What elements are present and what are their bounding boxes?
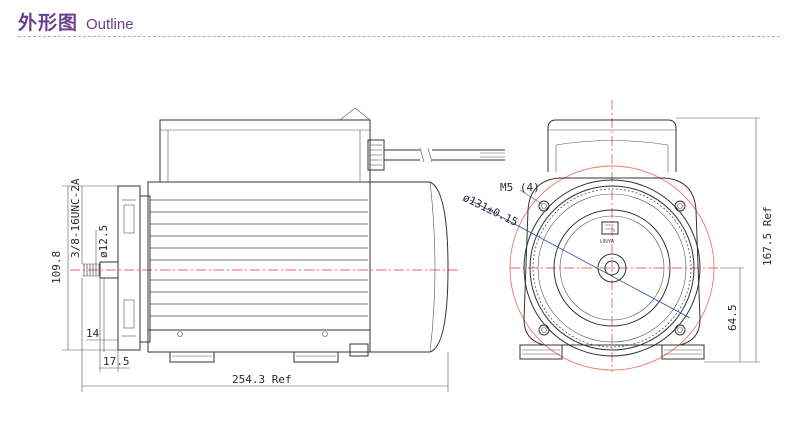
dim-flange-thickness: 14 [86,327,100,340]
shaft [99,261,119,279]
cooling-fins [150,199,368,317]
brand-text: LINYA [600,239,615,245]
dim-total-height: 167.5 Ref [761,206,774,266]
motor-body [147,181,371,353]
front-feet [519,344,705,360]
page-header: 外形图 Outline [18,8,134,35]
dim-thread: 3/8-16UNC-2A [69,178,82,258]
flange-ring [529,185,695,351]
front-flange [117,185,141,351]
screw [177,331,183,337]
dim-shaft-length: 17.5 [103,355,130,368]
foot-right [293,351,339,363]
mounting-bolts [538,200,686,336]
dim-center-height: 64.5 [726,305,739,332]
terminal-box [159,119,371,183]
dim-shaft-diameter: ø12.5 [97,225,110,258]
bolt-circle [532,188,692,348]
dim-bolt-circle: ø131±0.15 [461,191,520,229]
header-divider [18,36,780,37]
side-dimension-lines [62,185,449,392]
cable-gland [367,139,385,171]
dim-overall-length: 254.3 Ref [232,373,292,386]
power-cable [384,149,420,161]
shaft-hub [597,253,627,283]
front-view: LINYA M5 (4) ø131±0.15 167.5 Ref 64.5 [461,100,774,372]
dim-bolts: M5 (4) [500,181,540,194]
shaft-end [604,260,620,276]
bolt-circle-leader [469,199,691,319]
title-chinese: 外形图 [18,12,79,34]
flange-ring-outer [523,179,701,357]
front-dimension-lines [676,117,760,363]
shaft-thread [83,264,100,276]
brand-logo [601,221,619,235]
terminal-box-front [547,119,677,172]
dim-overall-height: 109.8 [50,251,63,284]
side-view: 109.8 3/8-16UNC-2A ø12.5 14 17.5 254.3 R… [50,107,505,392]
end-cap [369,181,449,353]
flange-face [523,177,701,346]
spigot [553,209,671,327]
housing-outline [509,165,715,371]
screw [322,331,328,337]
title-english: Outline [86,16,134,33]
foot-left [169,351,215,363]
